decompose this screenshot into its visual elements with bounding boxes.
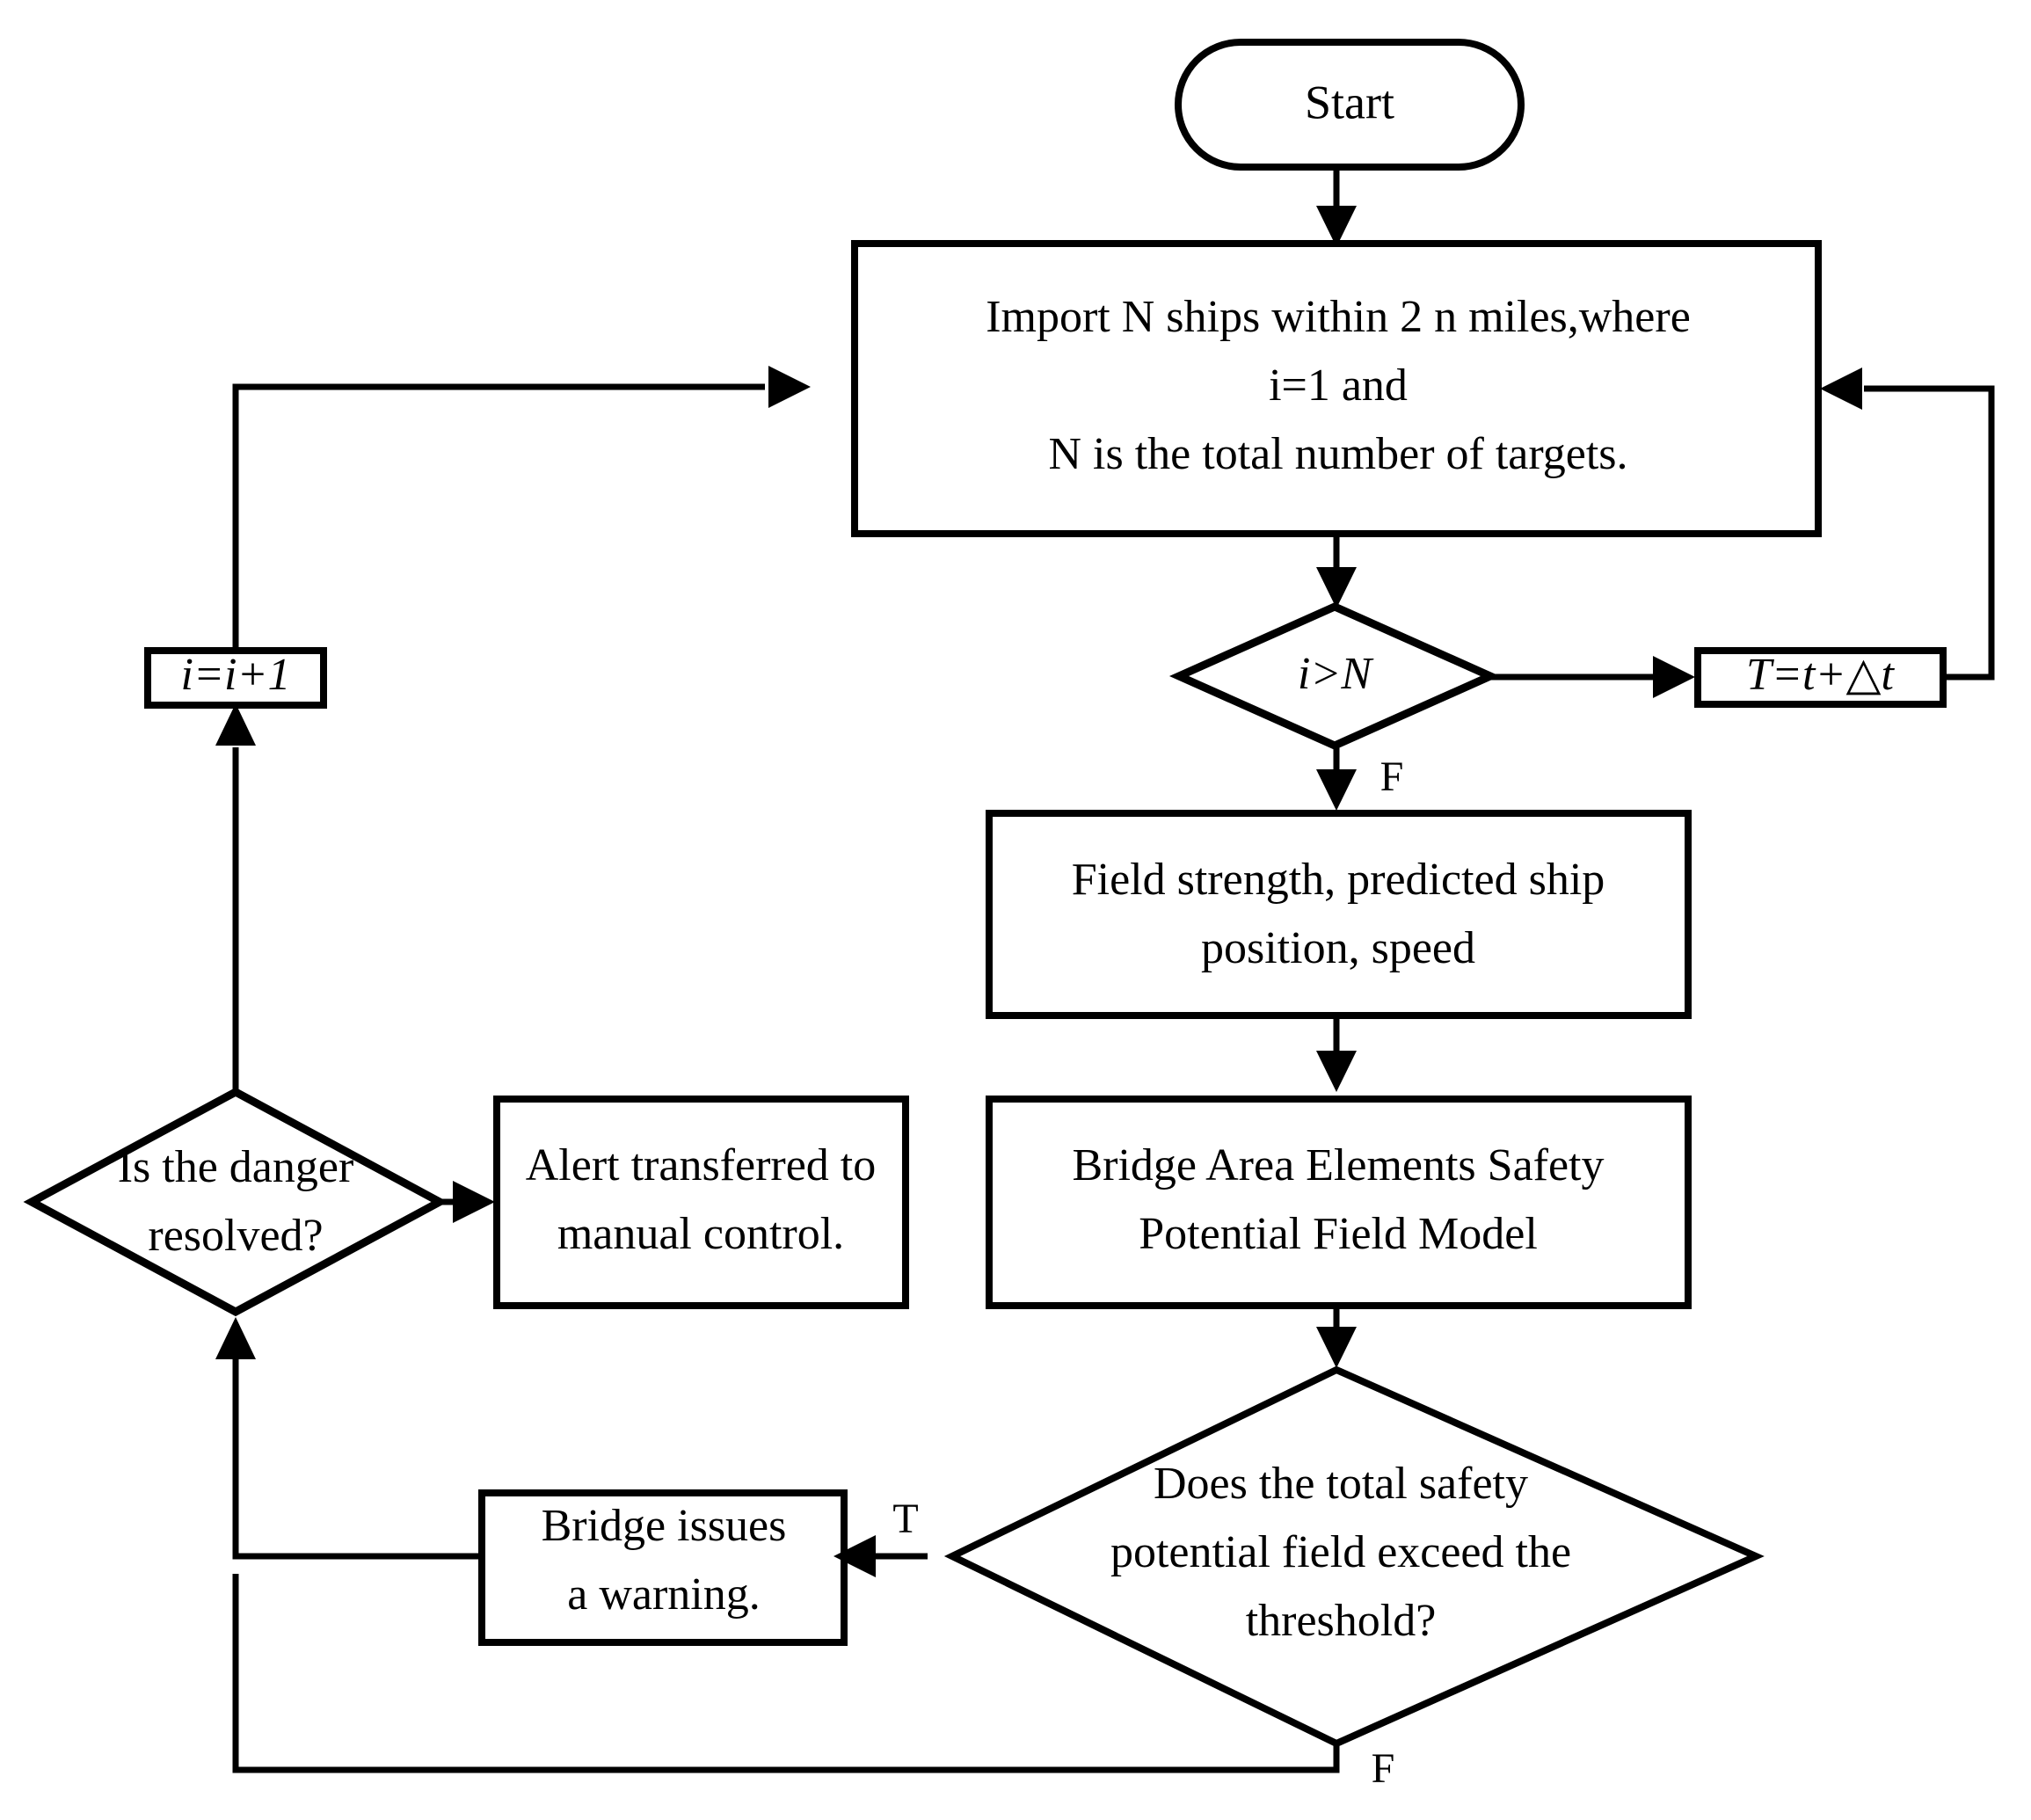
arrowhead-increment-loop-to-import — [768, 366, 811, 408]
import-line-3: N is the total number of targets. — [1048, 429, 1627, 479]
import-line-1: Import N ships within 2 n miles,where — [986, 292, 1691, 342]
field-strength-shape — [986, 810, 1692, 1019]
decision-i-gt-n-label: i>N — [1298, 649, 1375, 699]
edge-label-i-gt-n-false: F — [1380, 753, 1404, 800]
node-potential-field-model[interactable]: Bridge Area Elements Safety Potential Fi… — [986, 1096, 1692, 1309]
danger-decision-shape — [23, 1087, 448, 1317]
potential-field-model-line-2: Potential Field Model — [1139, 1209, 1538, 1259]
increment-shape — [144, 647, 327, 709]
warning-line-1: Bridge issues — [542, 1501, 787, 1551]
arrowhead-threshold-true-to-warning — [834, 1535, 876, 1577]
edge-warning-to-danger — [232, 1358, 482, 1560]
threshold-decision-line-2: potential field exceed the — [1110, 1527, 1571, 1577]
field-strength-line-1: Field strength, predicted ship — [1072, 855, 1605, 905]
node-field-strength[interactable]: Field strength, predicted ship position,… — [986, 810, 1692, 1019]
arrowhead-decision-true-to-timestep — [1653, 656, 1695, 698]
edge-threshold-false-to-left-rail — [232, 1574, 1340, 1773]
danger-decision-line-1: Is the danger — [118, 1142, 354, 1192]
node-danger-decision[interactable]: Is the danger resolved? — [23, 1087, 448, 1317]
manual-control-line-1: Alert transferred to — [526, 1140, 876, 1190]
threshold-decision-line-3: threshold? — [1246, 1596, 1437, 1646]
start-label: Start — [1305, 76, 1394, 128]
manual-control-shape — [493, 1096, 909, 1309]
edge-label-threshold-false: F — [1372, 1745, 1395, 1792]
node-decision-i-gt-n[interactable]: i>N — [1168, 602, 1501, 750]
arrowhead-model-to-threshold — [1316, 1327, 1357, 1368]
manual-control-line-2: manual control. — [557, 1209, 844, 1259]
node-increment[interactable]: i=i+1 — [144, 647, 327, 709]
node-start[interactable]: Start — [1175, 39, 1525, 171]
increment-label: i=i+1 — [180, 650, 290, 700]
threshold-decision-line-1: Does the total safety — [1154, 1459, 1528, 1509]
field-strength-line-2: position, speed — [1201, 923, 1475, 973]
arrowhead-danger-to-manual — [453, 1181, 495, 1223]
node-import[interactable]: Import N ships within 2 n miles,where i=… — [851, 240, 1822, 537]
potential-field-model-line-1: Bridge Area Elements Safety — [1072, 1140, 1604, 1190]
node-warning[interactable]: Bridge issues a warning. — [478, 1489, 848, 1646]
node-threshold-decision[interactable]: Does the total safety potential field ex… — [943, 1365, 1765, 1748]
potential-field-model-shape — [986, 1096, 1692, 1309]
import-shape — [851, 240, 1822, 537]
edge-increment-loop-to-import — [232, 383, 765, 651]
time-step-shape — [1694, 647, 1947, 708]
time-step-label: T=t+△t — [1746, 650, 1896, 700]
edge-label-threshold-true: T — [892, 1496, 918, 1542]
warning-line-2: a warning. — [567, 1569, 760, 1620]
arrowhead-decision-false-to-field — [1316, 769, 1357, 811]
arrowhead-start-to-import — [1316, 206, 1357, 247]
arrowhead-import-to-decision — [1316, 567, 1357, 608]
edge-layer — [215, 167, 1995, 1773]
arrowhead-danger-to-increment — [215, 703, 256, 746]
threshold-decision-shape — [943, 1365, 1765, 1748]
edge-timestep-loop-to-import — [1864, 385, 1995, 681]
arrowhead-field-to-model — [1316, 1051, 1357, 1092]
start-shape — [1175, 39, 1525, 171]
node-manual-control[interactable]: Alert transferred to manual control. — [493, 1096, 909, 1309]
arrowhead-warning-to-danger — [215, 1317, 256, 1359]
node-time-step[interactable]: T=t+△t — [1694, 647, 1947, 708]
warning-shape — [478, 1489, 848, 1646]
import-line-2: i=1 and — [1269, 360, 1408, 411]
arrowhead-timestep-loop-to-import — [1820, 368, 1862, 410]
danger-decision-line-2: resolved? — [148, 1211, 323, 1261]
decision-i-gt-n-shape — [1168, 602, 1501, 750]
